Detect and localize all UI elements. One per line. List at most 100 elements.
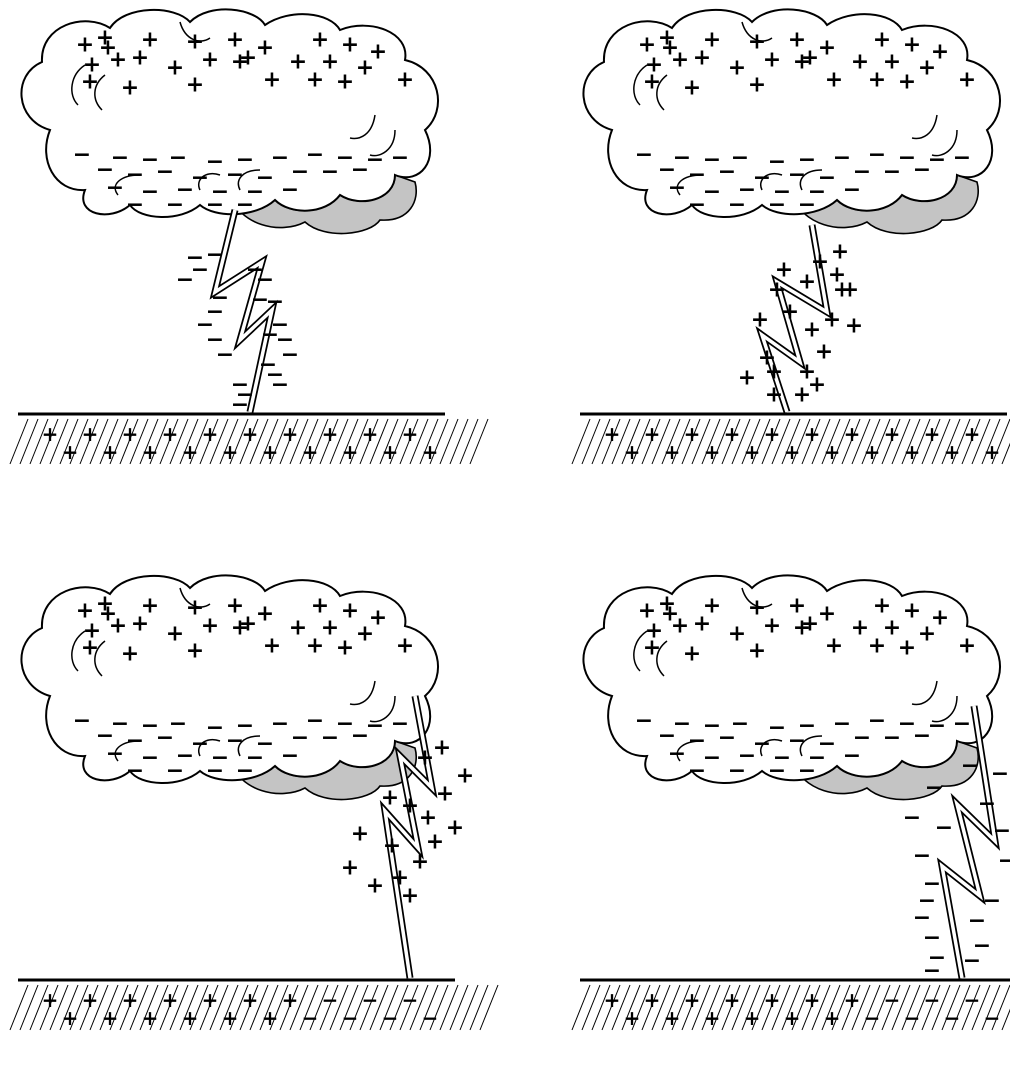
ground-positive-charge: + xyxy=(242,988,259,1012)
channel-negative-charge: − xyxy=(993,819,1010,844)
channel-positive-charge: + xyxy=(815,340,833,365)
ground-positive-charge: + xyxy=(202,988,219,1012)
ground-positive-charge: + xyxy=(764,422,781,446)
positive-charge: + xyxy=(81,70,99,95)
negative-charge: − xyxy=(913,724,931,749)
ground-positive-charge: + xyxy=(644,422,661,446)
negative-charge: − xyxy=(883,726,901,751)
negative-charge: − xyxy=(391,146,409,171)
ground-positive-charge: + xyxy=(724,422,741,446)
positive-charge: + xyxy=(748,639,766,664)
positive-charge: + xyxy=(683,642,701,667)
ground-positive-charge: + xyxy=(684,422,701,446)
panel-1-drawing: +++++++++++++++++++++++++++−−−−−−−−−−−−−… xyxy=(0,0,505,515)
positive-charge: + xyxy=(396,68,414,93)
positive-charge: + xyxy=(356,56,374,81)
negative-charge: − xyxy=(953,712,971,737)
positive-charge: + xyxy=(263,634,281,659)
positive-charge: + xyxy=(256,36,274,61)
ground-positive-charge: + xyxy=(62,440,79,464)
ground-negative-charge: − xyxy=(864,1006,881,1030)
ground-positive-charge: + xyxy=(664,440,681,464)
positive-charge: + xyxy=(336,70,354,95)
channel-positive-charge: + xyxy=(401,794,419,819)
ground-hatch xyxy=(450,419,468,464)
ground-positive-charge: + xyxy=(382,440,399,464)
ground-positive-charge: + xyxy=(944,440,961,464)
positive-charge: + xyxy=(186,639,204,664)
ground-positive-charge: + xyxy=(162,988,179,1012)
channel-negative-charge: − xyxy=(266,290,284,315)
positive-charge: + xyxy=(201,614,219,639)
ground-positive-charge: + xyxy=(604,422,621,446)
negative-charge: − xyxy=(236,193,254,218)
negative-charge: − xyxy=(321,726,339,751)
positive-charge: + xyxy=(166,56,184,81)
ground-positive-charge: + xyxy=(362,422,379,446)
ground-positive-charge: + xyxy=(804,988,821,1012)
positive-charge: + xyxy=(341,599,359,624)
positive-charge: + xyxy=(256,602,274,627)
ground-hatch xyxy=(20,419,38,464)
positive-charge: + xyxy=(121,76,139,101)
negative-charge: − xyxy=(73,143,91,168)
ground-positive-charge: + xyxy=(282,988,299,1012)
ground-positive-charge: + xyxy=(202,422,219,446)
positive-charge: + xyxy=(918,622,936,647)
positive-charge: + xyxy=(239,612,257,637)
positive-charge: + xyxy=(341,33,359,58)
ground-positive-charge: + xyxy=(162,422,179,446)
positive-charge: + xyxy=(289,616,307,641)
positive-charge: + xyxy=(903,599,921,624)
positive-charge: + xyxy=(683,76,701,101)
ground-positive-charge: + xyxy=(42,988,59,1012)
ground-positive-charge: + xyxy=(864,440,881,464)
negative-charge: − xyxy=(351,724,369,749)
ground-hatch xyxy=(460,419,478,464)
channel-positive-charge: + xyxy=(841,278,859,303)
ground-negative-charge: − xyxy=(944,1006,961,1030)
channel-positive-charge: + xyxy=(751,308,769,333)
positive-charge: + xyxy=(289,50,307,75)
negative-charge: − xyxy=(843,744,861,769)
ground-hatch xyxy=(10,419,28,464)
positive-charge: + xyxy=(748,73,766,98)
negative-charge: − xyxy=(236,759,254,784)
ground-positive-charge: + xyxy=(704,1006,721,1030)
positive-charge: + xyxy=(825,68,843,93)
negative-charge: − xyxy=(688,193,706,218)
negative-charge: − xyxy=(166,193,184,218)
ground-positive-charge: + xyxy=(322,422,339,446)
ground-negative-charge: − xyxy=(382,1006,399,1030)
negative-charge: − xyxy=(281,178,299,203)
negative-charge: − xyxy=(768,193,786,218)
ground-negative-charge: − xyxy=(422,1006,439,1030)
ground-negative-charge: − xyxy=(362,988,379,1012)
channel-positive-charge: + xyxy=(446,816,464,841)
ground-hatch xyxy=(450,985,468,1030)
channel-negative-charge: − xyxy=(903,806,921,831)
ground-positive-charge: + xyxy=(222,440,239,464)
ground-negative-charge: − xyxy=(964,988,981,1012)
ground-hatch xyxy=(440,419,458,464)
ground-positive-charge: + xyxy=(242,422,259,446)
positive-charge: + xyxy=(958,68,976,93)
positive-charge: + xyxy=(763,48,781,73)
ground-positive-charge: + xyxy=(82,988,99,1012)
ground-negative-charge: − xyxy=(984,1006,1001,1030)
ground-hatch xyxy=(460,985,478,1030)
ground-positive-charge: + xyxy=(604,988,621,1012)
ground-negative-charge: − xyxy=(342,1006,359,1030)
ground-positive-charge: + xyxy=(102,1006,119,1030)
positive-charge: + xyxy=(131,46,149,71)
ground-hatch xyxy=(1002,419,1010,464)
ground-positive-charge: + xyxy=(804,422,821,446)
panel-4: +++++++++++++++++++++++++++−−−−−−−−−−−−−… xyxy=(562,566,1010,1081)
positive-charge: + xyxy=(918,56,936,81)
channel-positive-charge: + xyxy=(456,764,474,789)
positive-charge: + xyxy=(903,33,921,58)
panel-3-drawing: +++++++++++++++++++++++++++−−−−−−−−−−−−−… xyxy=(0,566,505,1031)
negative-charge: − xyxy=(798,193,816,218)
negative-charge: − xyxy=(281,744,299,769)
channel-negative-charge: − xyxy=(913,844,931,869)
